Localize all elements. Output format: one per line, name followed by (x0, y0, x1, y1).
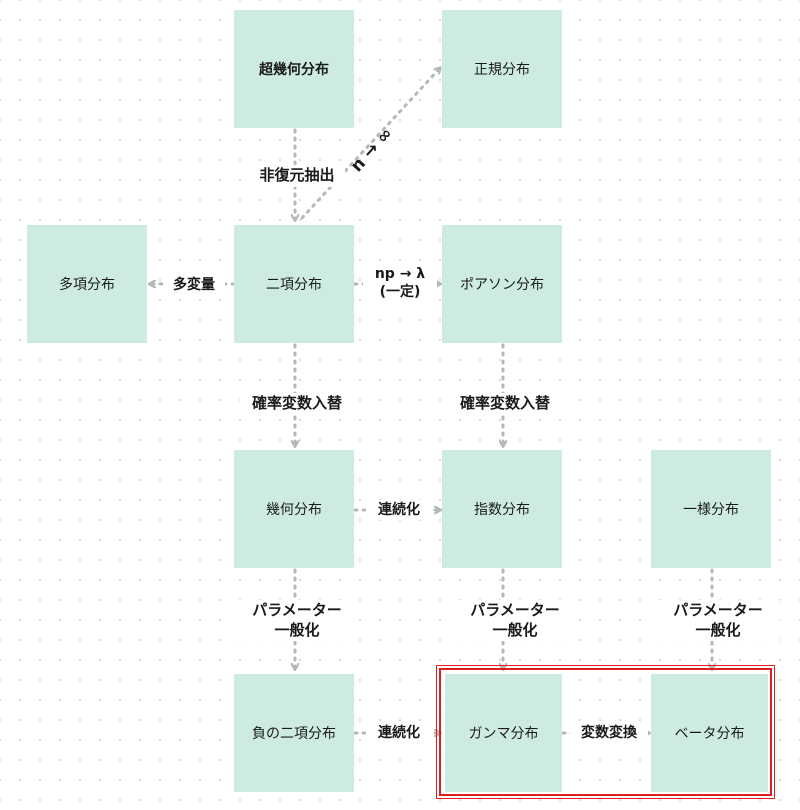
label-hyper-to-binomial: 非復元抽出 (249, 165, 345, 187)
node-binomial[interactable]: 二項分布 (234, 225, 354, 343)
node-multinomial[interactable]: 多項分布 (27, 225, 147, 343)
label-binomial-to-multinomial: 多変量 (163, 275, 225, 296)
node-poisson[interactable]: ポアソン分布 (442, 225, 562, 343)
label-exponential-to-gamma: パラメーター 一般化 (453, 600, 577, 641)
label-geometric-to-exponential: 連続化 (366, 500, 432, 521)
node-hypergeometric[interactable]: 超幾何分布 (234, 10, 354, 128)
label-gamma-to-beta: 変数変換 (570, 723, 648, 744)
label-binomial-to-geometric: 確率変数入替 (240, 393, 354, 415)
highlight-frame (436, 665, 775, 799)
node-normal[interactable]: 正規分布 (442, 10, 562, 128)
node-geometric[interactable]: 幾何分布 (234, 450, 354, 568)
label-binomial-to-poisson: np → λ (一定) (363, 264, 437, 303)
label-negbinomial-to-gamma: 連続化 (366, 723, 432, 744)
node-beta[interactable]: ベータ分布 (651, 674, 768, 792)
label-poisson-to-exponential: 確率変数入替 (448, 393, 562, 415)
node-gamma[interactable]: ガンマ分布 (445, 674, 562, 792)
node-exponential[interactable]: 指数分布 (442, 450, 562, 568)
label-geometric-to-negbinomial: パラメーター 一般化 (235, 600, 359, 641)
label-uniform-to-beta: パラメーター 一般化 (656, 600, 780, 641)
node-negative-binomial[interactable]: 負の二項分布 (234, 674, 354, 792)
edge-hyper-to-normal (300, 68, 440, 220)
node-uniform[interactable]: 一様分布 (651, 450, 771, 568)
